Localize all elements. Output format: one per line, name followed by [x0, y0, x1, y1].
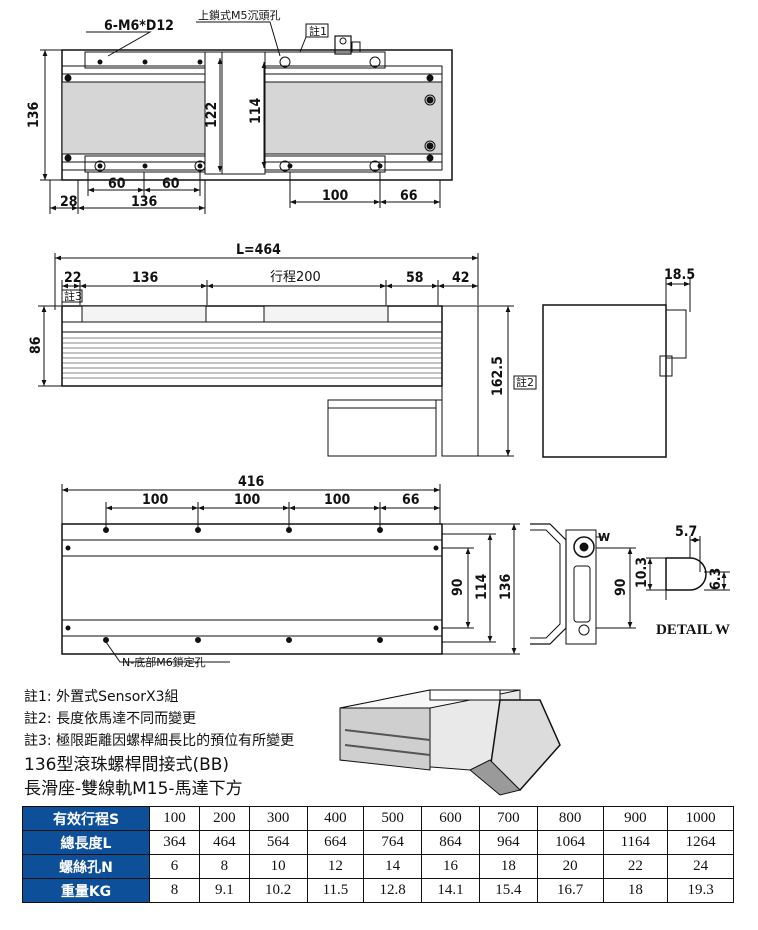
table-cell: 100 [149, 806, 200, 831]
note-tag-2: 註2 [516, 376, 534, 389]
isometric-view [339, 689, 561, 796]
table-cell: 664 [306, 830, 365, 855]
dim-slider-side: 136 [132, 270, 159, 286]
bottom-view [61, 484, 520, 663]
note-2: 註2: 長度依馬達不同而變更 [24, 711, 197, 727]
dim-profile-h90: 90 [613, 578, 629, 596]
table-cell: 24 [667, 854, 734, 879]
table-cell: 1000 [667, 806, 734, 831]
table-row: 有效行程S 100 200 300 400 500 600 700 800 90… [22, 806, 734, 831]
table-row: 總長度L 364 464 564 664 764 864 964 1064 11… [22, 830, 734, 855]
table-cell: 12.8 [363, 878, 423, 903]
table-cell: 22 [602, 854, 669, 879]
table-cell: 8 [198, 854, 250, 879]
table-cell: 1164 [602, 830, 669, 855]
dim-bottom-pitch-4: 66 [402, 492, 420, 508]
table-cell: 1064 [536, 830, 604, 855]
detail-w-view [646, 536, 730, 600]
dim-stroke: 行程200 [270, 270, 321, 285]
table-cell: 15.4 [478, 878, 538, 903]
table-cell: 700 [478, 806, 538, 831]
dim-bottom-h136: 136 [498, 573, 514, 600]
table-cell: 500 [363, 806, 423, 831]
dim-motor-height: 162.5 [490, 356, 506, 396]
holes-callout: 6-M6*D12 [104, 18, 174, 34]
dim-bottom-pitch-1: 100 [142, 492, 169, 508]
table-cell: 18 [478, 854, 538, 879]
table-cell: 864 [421, 830, 480, 855]
dim-motor-gap: 42 [452, 270, 470, 286]
table-cell: 14.1 [421, 878, 480, 903]
dim-detail-left: 10.3 [634, 557, 650, 588]
table-cell: 8 [149, 878, 200, 903]
row-label: 螺絲孔N [22, 854, 150, 879]
table-cell: 6 [149, 854, 200, 879]
table-cell: 19.3 [667, 878, 734, 903]
dim-bottom-pitch-3: 100 [324, 492, 351, 508]
table-cell: 964 [478, 830, 538, 855]
dim-base-pitch: 100 [322, 188, 349, 204]
table-cell: 12 [306, 854, 365, 879]
table-cell: 200 [198, 806, 250, 831]
table-cell: 20 [536, 854, 604, 879]
table-cell: 10 [248, 854, 308, 879]
row-label: 有效行程S [22, 806, 150, 831]
note-1: 註1: 外置式SensorX3組 [24, 689, 179, 705]
spec-table: 有效行程S 100 200 300 400 500 600 700 800 90… [22, 806, 734, 903]
dim-top-inner: 122 [204, 102, 220, 128]
table-cell: 400 [306, 806, 365, 831]
dim-detail-top: 5.7 [675, 524, 697, 540]
table-cell: 900 [602, 806, 669, 831]
table-cell: 364 [149, 830, 200, 855]
detail-w-marker: W [598, 531, 610, 544]
dim-pitch-1: 60 [108, 176, 126, 192]
top-view [40, 21, 453, 214]
bottom-hole-callout: N-底部M6鎖定孔 [122, 655, 206, 669]
dim-bottom-pitch-2: 100 [234, 492, 261, 508]
dim-slider-top: 136 [131, 194, 158, 210]
dim-side-height: 86 [28, 336, 44, 354]
table-cell: 600 [421, 806, 480, 831]
dim-bottom-total: 416 [238, 474, 265, 490]
table-cell: 10.2 [248, 878, 308, 903]
dim-pitch-2: 60 [162, 176, 180, 192]
table-row: 螺絲孔N 6 8 10 12 14 16 18 20 22 24 [22, 854, 734, 879]
table-cell: 300 [248, 806, 308, 831]
side-view [38, 253, 691, 458]
dim-bottom-h114: 114 [474, 573, 490, 600]
table-cell: 11.5 [306, 878, 365, 903]
product-line-2: 長滑座-雙線軌M15-馬達下方 [24, 779, 243, 799]
note-tag-3: 註3 [64, 290, 82, 303]
lock-hole-callout: 上鎖式M5沉頭孔 [198, 8, 281, 22]
row-label: 總長度L [22, 830, 150, 855]
table-cell: 1264 [667, 830, 734, 855]
dim-top-rail: 114 [248, 97, 264, 124]
dim-end: 66 [400, 188, 418, 204]
table-cell: 800 [536, 806, 604, 831]
dim-detail-right: 6.3 [708, 568, 724, 590]
table-cell: 14 [363, 854, 423, 879]
table-cell: 9.1 [198, 878, 250, 903]
row-label: 重量KG [22, 878, 150, 903]
product-line-1: 136型滾珠螺桿間接式(BB) [24, 755, 230, 775]
profile-view [530, 523, 636, 645]
table-cell: 16.7 [536, 878, 604, 903]
note-3: 註3: 極限距離因螺桿細長比的預位有所變更 [24, 733, 295, 749]
table-cell: 16 [421, 854, 480, 879]
dim-gap: 58 [406, 270, 424, 286]
detail-w-title: DETAIL W [656, 622, 730, 638]
dim-offset: 28 [60, 194, 78, 210]
table-row: 重量KG 8 9.1 10.2 11.5 12.8 14.1 15.4 16.7… [22, 878, 734, 903]
table-cell: 564 [248, 830, 308, 855]
table-cell: 764 [363, 830, 423, 855]
dim-total-length: L=464 [236, 242, 281, 258]
dim-bottom-h90: 90 [450, 578, 466, 596]
dim-left: 22 [64, 270, 82, 286]
table-cell: 464 [198, 830, 250, 855]
table-cell: 18 [602, 878, 669, 903]
note-tag-1: 註1 [309, 25, 327, 38]
dim-right-width: 18.5 [664, 267, 695, 283]
dim-top-height: 136 [26, 101, 42, 128]
